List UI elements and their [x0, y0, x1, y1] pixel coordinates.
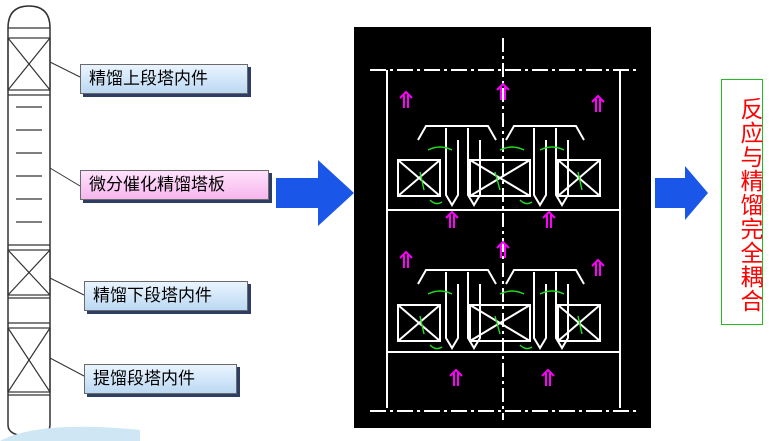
lower-tray-assembly [397, 269, 601, 350]
label-differential-tray: 微分催化精馏塔板 [80, 170, 269, 200]
lower-packing-box [7, 249, 51, 296]
bottom-swoosh [0, 426, 140, 441]
upper-liquid-flow [419, 146, 583, 205]
column-section-dividers [8, 27, 50, 396]
label-stripping: 提馏段塔内件 [84, 364, 237, 394]
lower-liquid-flow [419, 290, 583, 350]
result-text: 反应与精馏完全耦合 [721, 79, 763, 325]
upper-tray-assembly [397, 125, 601, 207]
leader-lines [49, 61, 85, 377]
flow-arrow-icon [276, 160, 354, 226]
upper-packing-box [7, 37, 51, 91]
flow-arrow-icon [655, 166, 708, 220]
label-rectifying-upper: 精馏上段塔内件 [80, 64, 248, 94]
label-rectifying-lower: 精馏下段塔内件 [84, 281, 248, 311]
stripping-packing-box [7, 327, 51, 393]
vapor-up-arrow-icon [399, 82, 605, 386]
column-tray-lines [16, 106, 42, 223]
